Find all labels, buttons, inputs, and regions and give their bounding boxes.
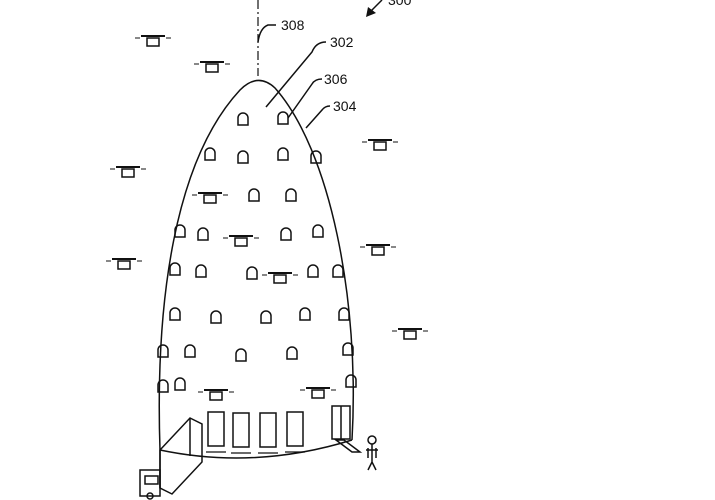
- window-bay: [184, 344, 196, 358]
- window-bay: [157, 344, 169, 358]
- label-302: 302: [330, 34, 354, 50]
- window-bay: [345, 374, 357, 388]
- ground-door: [285, 411, 305, 453]
- window-bay: [248, 188, 260, 202]
- window-bay: [237, 112, 249, 126]
- dome-base: [159, 439, 353, 459]
- window-bay: [195, 264, 207, 278]
- drone-icon: [300, 387, 336, 399]
- window-bay: [280, 227, 292, 241]
- side-door: [331, 405, 363, 453]
- window-bay: [204, 147, 216, 161]
- window-bay: [332, 264, 344, 278]
- leader-302: [265, 41, 327, 108]
- drones: [106, 35, 428, 401]
- drone-icon: [135, 35, 171, 47]
- window-bay: [307, 264, 319, 278]
- window-bay: [286, 346, 298, 360]
- drone-icon: [192, 192, 228, 204]
- window-bay: [235, 348, 247, 362]
- window-bay: [312, 224, 324, 238]
- window-bay: [197, 227, 209, 241]
- window-bay: [169, 262, 181, 276]
- drone-icon: [362, 139, 398, 151]
- window-bay: [157, 379, 169, 393]
- system-arrow: [366, 0, 383, 17]
- window-bay: [237, 150, 249, 164]
- ground-door: [206, 411, 226, 453]
- drone-icon: [223, 235, 259, 247]
- drone-icon: [262, 272, 298, 284]
- label-306: 306: [324, 71, 348, 87]
- leader-306: [287, 78, 323, 119]
- window-bay: [342, 342, 354, 356]
- window-bay: [246, 266, 258, 280]
- ground-doors: [206, 411, 305, 454]
- label-300: 300: [388, 0, 412, 8]
- window-bay: [260, 310, 272, 324]
- label-304: 304: [333, 98, 357, 114]
- person: [366, 435, 378, 471]
- window-bay: [174, 224, 186, 238]
- drone-icon: [194, 61, 230, 73]
- window-bay: [277, 111, 289, 125]
- drone-icon: [392, 328, 428, 340]
- window-bay: [299, 307, 311, 321]
- truck: [139, 417, 203, 500]
- window-bay: [310, 150, 322, 164]
- window-bay: [210, 310, 222, 324]
- ground-door: [231, 412, 251, 454]
- window-bay: [174, 377, 186, 391]
- window-bay: [169, 307, 181, 321]
- drone-icon: [106, 258, 142, 270]
- window-bay: [285, 188, 297, 202]
- label-308: 308: [281, 17, 305, 33]
- drone-icon: [110, 166, 146, 178]
- window-bays: [157, 111, 357, 393]
- window-bay: [338, 307, 350, 321]
- ground-door: [258, 412, 278, 454]
- leader-304: [305, 105, 331, 129]
- leader-308: [257, 24, 276, 43]
- window-bay: [277, 147, 289, 161]
- dome-structure: [158, 79, 355, 451]
- drone-icon: [198, 389, 234, 401]
- drone-icon: [360, 244, 396, 256]
